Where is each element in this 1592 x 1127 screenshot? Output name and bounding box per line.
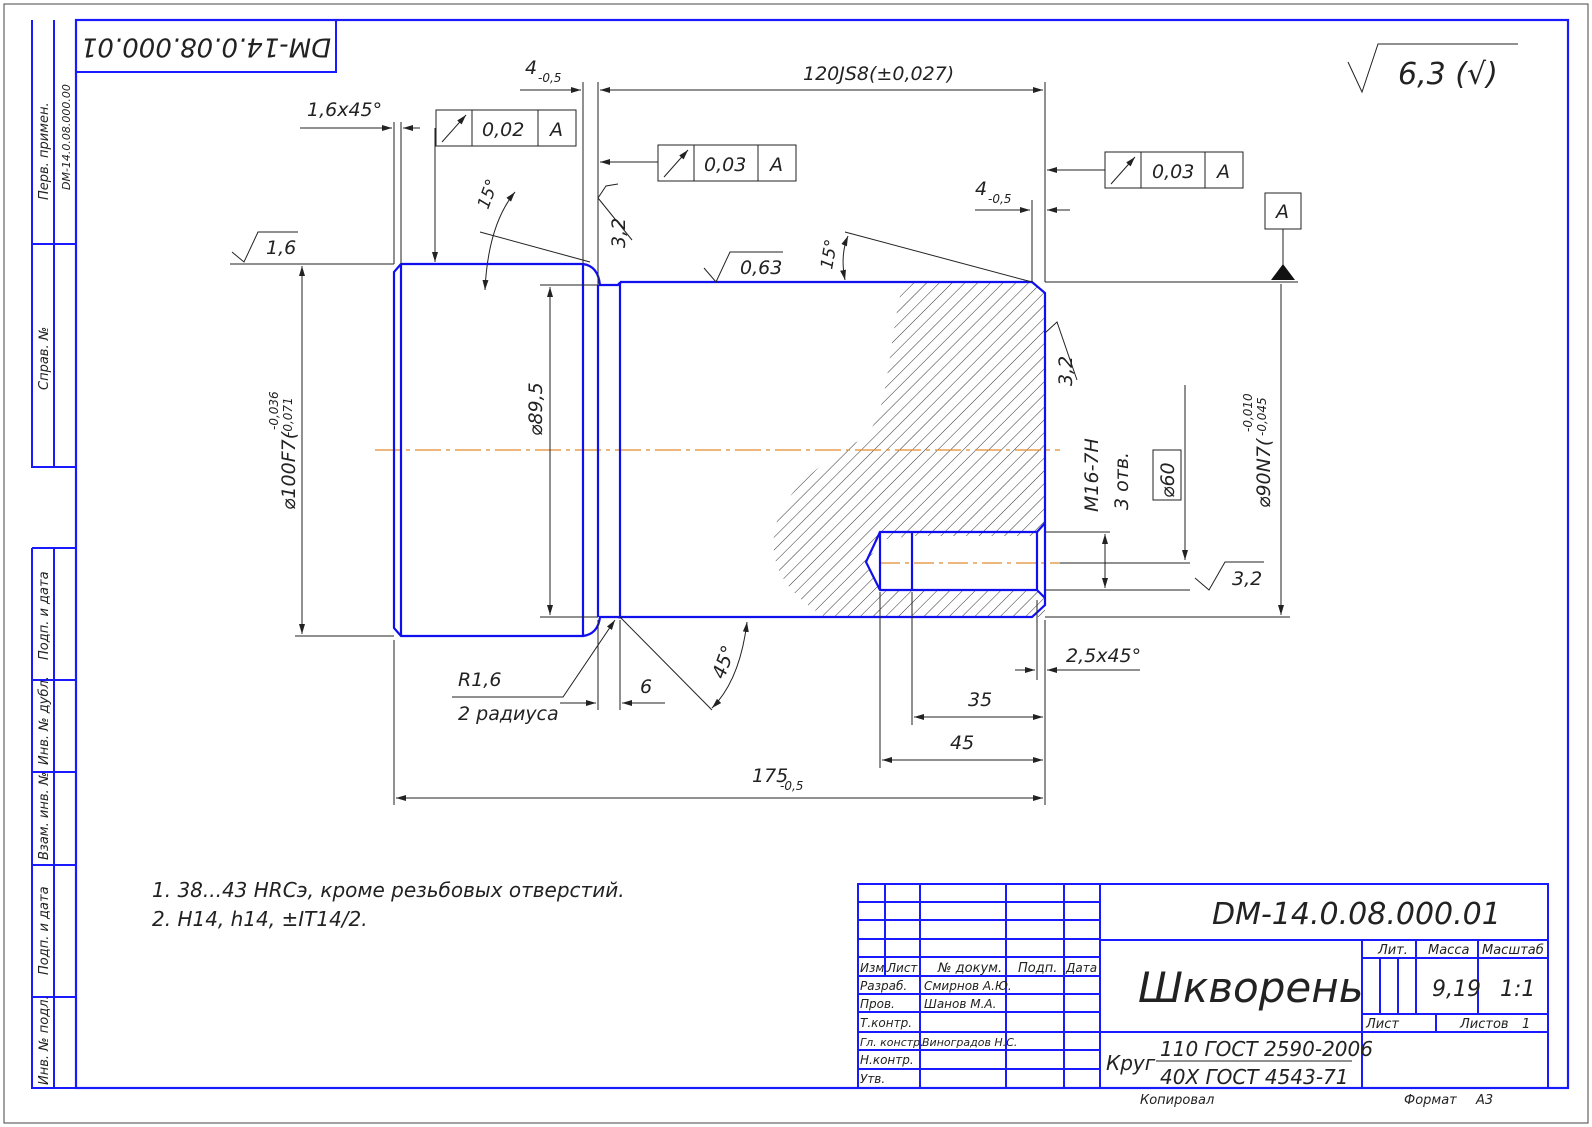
dia-100-tol-up: -0,036 <box>267 391 281 430</box>
right-groove-text: 4 <box>975 178 987 200</box>
runout2-value: 0,03 <box>704 154 746 176</box>
chamfer-left-text: 1,6x45° <box>307 99 382 121</box>
side-stamps <box>31 20 76 1089</box>
datum-a <box>1264 192 1302 280</box>
runout1-base: A <box>548 119 563 141</box>
general-roughness-text: 6,3 (√) <box>1398 57 1498 92</box>
roughness-marks <box>231 183 1264 591</box>
title-block-grid <box>857 883 1549 1089</box>
right-groove-tol: -0,5 <box>988 192 1011 206</box>
general-roughness-symbol: 6,3 (√) <box>1347 43 1518 94</box>
role-ncontr: Н.контр. <box>860 1053 914 1067</box>
runout1-value: 0,02 <box>482 119 524 141</box>
name-dev: Смирнов А.Ю. <box>924 979 1012 993</box>
thread-text: M16-7H <box>1081 438 1103 512</box>
angle-15-left: 15° <box>474 177 503 212</box>
ref-no-label: Справ. № <box>37 327 52 390</box>
runout-frames <box>435 109 1244 501</box>
dim-45-text: 45 <box>950 732 974 754</box>
runout3-base: A <box>1215 161 1230 183</box>
chamfer-right-text: 2,5x45° <box>1066 645 1141 667</box>
rough-32-b: 3,2 <box>1055 356 1077 386</box>
col-doc: № докум. <box>937 961 1002 976</box>
first-use-value: DM-14.0.08.000.00 <box>60 84 73 190</box>
role-dev: Разраб. <box>860 979 907 993</box>
dia-90-tol-up: -0,010 <box>1241 393 1255 432</box>
radius-note: 2 радиуса <box>458 703 559 725</box>
dia-90-text: ⌀90N7( <box>1253 437 1275 508</box>
material-bottom: 40Х ГОСТ 4543-71 <box>1160 1065 1349 1089</box>
pcd-text: ⌀60 <box>1157 462 1179 498</box>
groove-width-text: 4 <box>525 57 537 79</box>
dia-100-tol-lo: -0,071 <box>281 397 295 436</box>
part-outline <box>392 262 1047 638</box>
note-1: 1. 38...43 HRCэ, кроме резьбовых отверст… <box>152 878 625 902</box>
designation-rotated: DM-14.0.08.000.01 <box>81 32 331 62</box>
sheets-label: Листов <box>1459 1017 1509 1032</box>
name-check: Шанов М.А. <box>924 997 996 1011</box>
rough-063: 0,63 <box>740 257 782 279</box>
inv-orig-label: Инв. № подл. <box>37 995 52 1085</box>
first-use-label: Перв. примен. <box>37 102 52 200</box>
dia-100-text: ⌀100F7( <box>278 430 300 510</box>
scale-label: Масштаб <box>1482 943 1544 958</box>
rough-32-a: 3,2 <box>608 218 630 248</box>
mass-value: 9,19 <box>1432 977 1481 1002</box>
angle-15-right: 15° <box>817 238 842 271</box>
rough-16: 1,6 <box>266 237 296 259</box>
mass-label: Масса <box>1428 943 1469 958</box>
material-top: 110 ГОСТ 2590-2006 <box>1160 1037 1373 1061</box>
copied-label: Копировал <box>1140 1093 1214 1108</box>
material-prefix: Круг <box>1106 1051 1156 1075</box>
name-chief: Виноградов Н.С. <box>922 1036 1017 1049</box>
format-label: Формат <box>1404 1093 1457 1108</box>
col-sign: Подп. <box>1018 961 1057 976</box>
col-izm: Изм. <box>860 961 888 975</box>
lit-label: Лит. <box>1377 943 1408 958</box>
runout2-base: A <box>768 154 783 176</box>
sign-date-label-2: Подп. и дата <box>37 886 52 975</box>
scale-value: 1:1 <box>1500 977 1535 1002</box>
dimension-lines <box>230 82 1298 805</box>
role-chief: Гл. констр. <box>860 1036 924 1049</box>
length-120-text: 120JS8(±0,027) <box>803 63 954 85</box>
rough-32-c: 3,2 <box>1232 568 1262 590</box>
groove-tol-text: -0,5 <box>538 71 561 85</box>
sheets-value: 1 <box>1522 1017 1530 1032</box>
total-length-text: 175 <box>752 765 788 787</box>
radius-text: R1,6 <box>458 669 501 691</box>
role-tcontr: Т.контр. <box>860 1016 912 1030</box>
holes-text: 3 отв. <box>1111 452 1133 510</box>
datum-label: A <box>1274 201 1289 223</box>
role-check: Пров. <box>860 997 895 1011</box>
runout3-value: 0,03 <box>1152 161 1194 183</box>
note-2: 2. H14, h14, ±IT14/2. <box>152 907 368 931</box>
col-list: Лист <box>886 961 918 975</box>
dim-6-text: 6 <box>640 676 652 698</box>
designation-box-rotated <box>75 19 337 73</box>
title-designation: DM-14.0.08.000.01 <box>1212 897 1501 932</box>
format-value: А3 <box>1475 1093 1493 1108</box>
total-length-tol: -0,5 <box>780 779 803 793</box>
dia-90-tol-lo: -0,045 <box>1255 397 1269 436</box>
inv-dup-label: Инв. № дубл. <box>37 676 52 765</box>
role-appr: Утв. <box>860 1072 885 1086</box>
sheet-border <box>3 3 1589 1124</box>
angle-45-text: 45° <box>708 643 740 682</box>
drawing-frame <box>74 18 1570 1090</box>
replace-inv-label: Взам. инв. № <box>37 772 52 860</box>
sign-date-label-1: Подп. и дата <box>37 571 52 660</box>
sheet-label: Лист <box>1365 1017 1399 1032</box>
col-date: Дата <box>1065 961 1097 975</box>
dim-35-text: 35 <box>968 689 992 711</box>
part-name: Шкворень <box>1138 963 1363 1012</box>
dia-895-text: ⌀89,5 <box>525 382 547 436</box>
